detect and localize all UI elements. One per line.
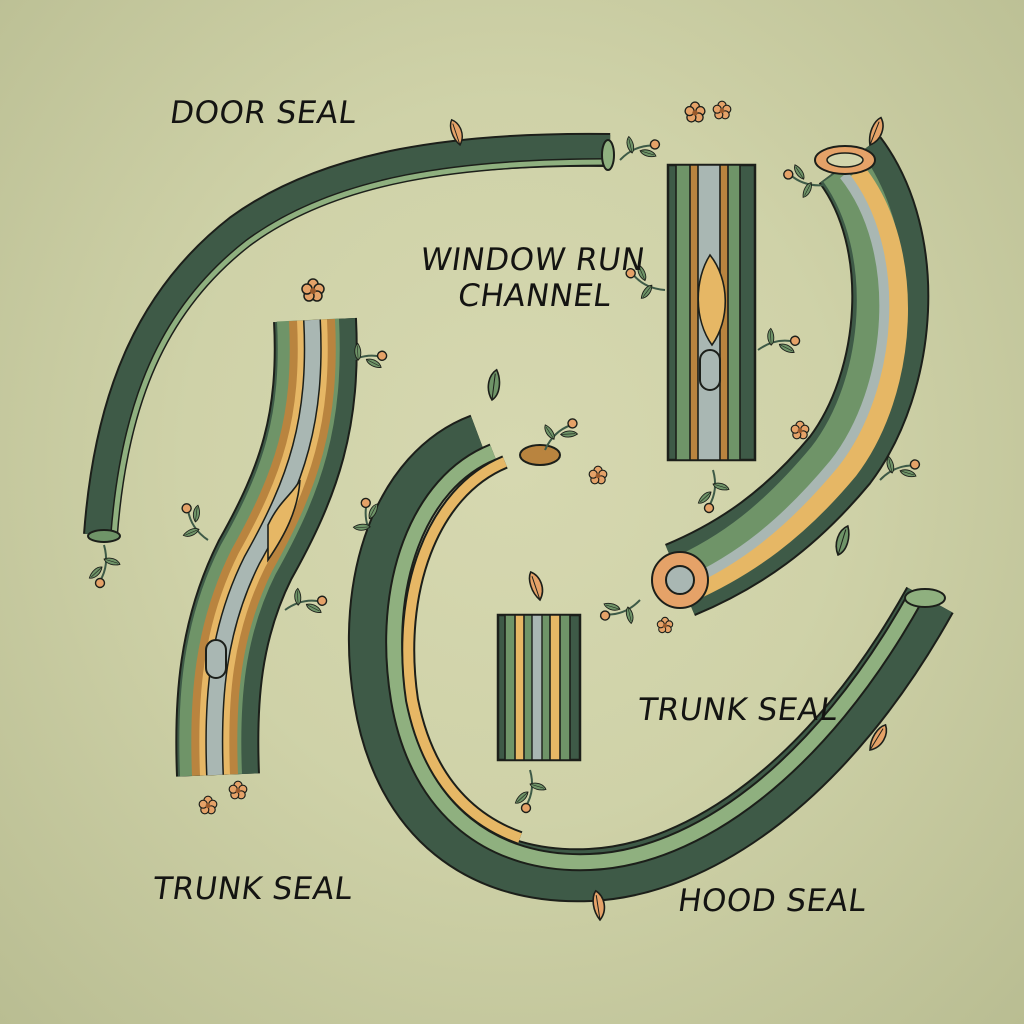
trunk-seal-left-strip: [168, 278, 391, 815]
label-window-run-line1: WINDOW RUN: [418, 242, 648, 278]
label-window-run-channel: WINDOW RUN CHANNEL: [413, 242, 648, 314]
window-run-channel-strip: [619, 100, 803, 512]
label-window-run-line2: CHANNEL: [455, 277, 614, 314]
center-seal-section: [496, 571, 582, 813]
hood-seal-strip: [345, 367, 954, 922]
label-hood-seal: HOOD SEAL: [675, 883, 869, 919]
label-trunk-seal-right: TRUNK SEAL: [635, 692, 840, 728]
label-trunk-seal-left: TRUNK SEAL: [150, 871, 355, 907]
trunk-seal-right-strip: [595, 116, 930, 636]
label-door-seal: DOOR SEAL: [167, 95, 359, 131]
door-seal-strip: [83, 118, 665, 588]
